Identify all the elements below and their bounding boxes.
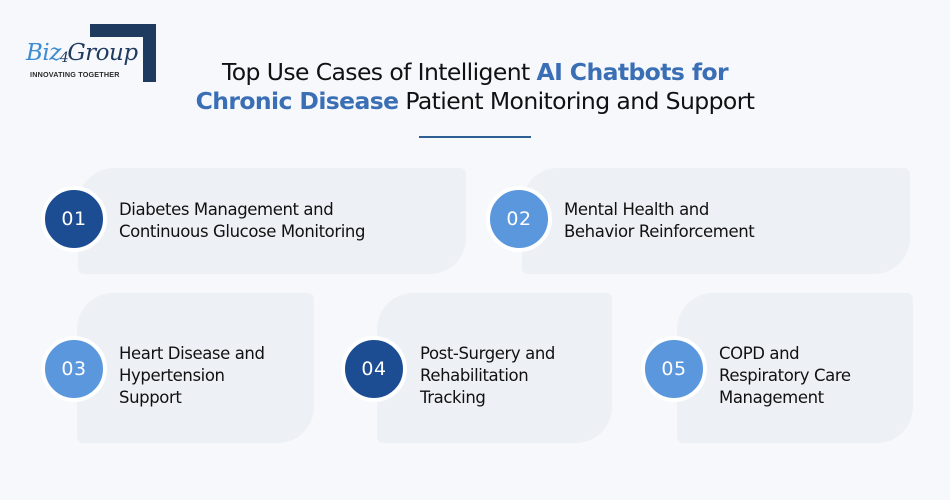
logo-wordmark: Biz4Group <box>26 40 138 66</box>
use-case-label-05: COPD and Respiratory Care Management <box>719 343 851 409</box>
title-line-2-plain: Patient Monitoring and Support <box>398 87 755 115</box>
use-case-label-02: Mental Health and Behavior Reinforcement <box>564 199 755 243</box>
use-case-label-05-line-3: Management <box>719 388 824 407</box>
use-case-label-01-line-2: Continuous Glucose Monitoring <box>119 222 366 241</box>
use-case-card-05 <box>677 293 913 443</box>
logo-group-text: Group <box>67 40 138 66</box>
use-case-label-03-line-2: Hypertension <box>119 366 225 385</box>
use-case-number-badge-04: 04 <box>341 336 407 402</box>
use-case-label-04-line-2: Rehabilitation <box>420 366 529 385</box>
use-case-card-03 <box>77 293 314 443</box>
use-case-label-03: Heart Disease and Hypertension Support <box>119 343 265 409</box>
title-line-1: Top Use Cases of Intelligent AI Chatbots… <box>0 58 950 87</box>
use-case-label-01: Diabetes Management and Continuous Gluco… <box>119 199 365 243</box>
use-case-label-03-line-3: Support <box>119 388 182 407</box>
use-case-label-05-line-1: COPD and <box>719 344 800 363</box>
use-case-number-badge-02: 02 <box>486 186 552 252</box>
logo-tagline: INNOVATING TOGETHER <box>30 70 122 79</box>
title-line-1-accent: AI Chatbots for <box>536 58 728 86</box>
logo-connector-text: 4 <box>59 50 69 66</box>
logo-biz-text: Biz <box>26 40 61 66</box>
use-case-card-04 <box>377 293 612 443</box>
page-title: Top Use Cases of Intelligent AI Chatbots… <box>0 58 950 116</box>
use-case-label-05-line-2: Respiratory Care <box>719 366 851 385</box>
use-case-card-01 <box>78 168 466 274</box>
use-case-label-02-line-1: Mental Health and <box>564 200 709 219</box>
use-case-card-02 <box>522 168 910 274</box>
logo-bracket-shape <box>90 24 156 82</box>
bizgroup-logo: Biz4Group INNOVATING TOGETHER <box>22 24 158 84</box>
use-case-number-badge-03: 03 <box>41 336 107 402</box>
use-case-label-01-line-1: Diabetes Management and <box>119 200 334 219</box>
use-case-label-04: Post-Surgery and Rehabilitation Tracking <box>420 343 555 409</box>
title-line-1-plain: Top Use Cases of Intelligent <box>222 58 537 86</box>
title-line-2-accent: Chronic Disease <box>195 87 399 115</box>
use-case-number-badge-05: 05 <box>641 336 707 402</box>
title-line-2: Chronic Disease Patient Monitoring and S… <box>0 87 950 116</box>
use-case-label-03-line-1: Heart Disease and <box>119 344 265 363</box>
title-divider <box>419 136 531 138</box>
use-case-number-badge-01: 01 <box>41 186 107 252</box>
use-case-label-04-line-3: Tracking <box>420 388 486 407</box>
use-case-label-04-line-1: Post-Surgery and <box>420 344 555 363</box>
use-case-label-02-line-2: Behavior Reinforcement <box>564 222 755 241</box>
